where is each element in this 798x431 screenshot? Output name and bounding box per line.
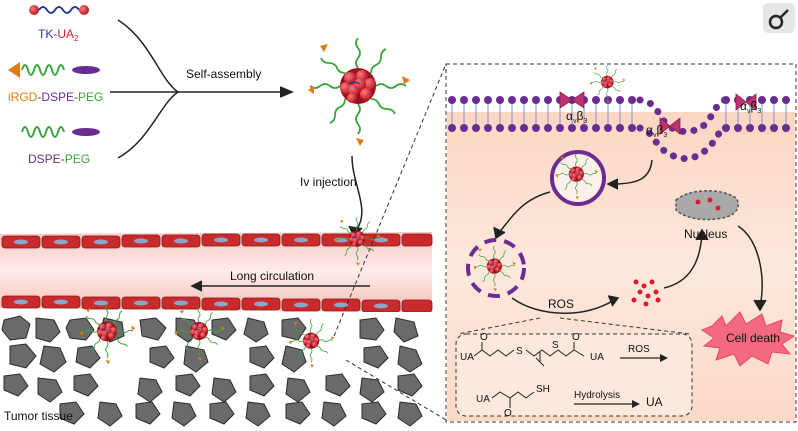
cell-membrane — [448, 91, 790, 162]
chem-s-2: S — [552, 340, 559, 351]
ruptured-endosome — [466, 238, 526, 298]
chem-sh: SH — [536, 384, 550, 395]
iv-injection-label: Iv injection — [300, 175, 357, 189]
long-circulation-arrow — [190, 280, 370, 292]
blood-vessel — [0, 232, 433, 313]
nucleus-label: Nucleus — [684, 227, 727, 241]
receptor-label-3: αvβ3 — [740, 99, 761, 115]
zoom-guide-lines — [333, 63, 447, 421]
chem-hydrolysis-label: Hydrolysis — [574, 390, 620, 401]
chem-ua-left: UA — [460, 352, 474, 363]
ros-label: ROS — [548, 297, 574, 311]
legend-tk-ua2: TK-UA2 — [29, 5, 89, 43]
self-assembly-label: Self-assembly — [186, 67, 261, 81]
arrow-to-endosome — [606, 159, 653, 190]
receptor-label-1: αvβ3 — [566, 109, 587, 125]
legend-irgd-label: iRGD-DSPE-PEG — [8, 90, 103, 104]
receptor-label-2: αvβ3 — [646, 123, 667, 139]
assembly-merge-lines — [110, 19, 294, 159]
nanoparticle-large — [308, 37, 410, 146]
chem-ua-right: UA — [590, 352, 604, 363]
legend-irgd-dspe-peg: iRGD-DSPE-PEG — [8, 62, 103, 104]
legend-dspe-peg: DSPE-PEG — [21, 126, 100, 166]
arrow-to-nucleus — [663, 228, 709, 289]
legend-tk-label: TK-UA2 — [38, 27, 79, 43]
chem-o-3: O — [504, 408, 512, 419]
nucleus — [675, 190, 740, 221]
released-ua-dots — [631, 279, 661, 307]
chem-ua-product: UA — [646, 395, 663, 409]
lens-logo-icon[interactable] — [763, 3, 795, 33]
cell-death-label: Cell death — [726, 331, 780, 345]
chem-ros-arrow-label: ROS — [628, 344, 650, 355]
chemistry-box: UA O S S O UA ROS UA O — [455, 317, 693, 419]
chem-o-2: O — [572, 332, 580, 343]
chem-s-1: S — [516, 346, 523, 357]
tumor-tissue: Tumor tissue — [0, 312, 440, 431]
arrow-to-cell-death — [737, 225, 767, 312]
legend-dspe-label: DSPE-PEG — [28, 152, 90, 166]
tumor-tissue-label: Tumor tissue — [4, 409, 73, 423]
cell-death-burst — [700, 311, 796, 367]
chem-o-1: O — [480, 332, 488, 343]
chem-ua-hydro: UA — [476, 394, 490, 405]
long-circulation-label: Long circulation — [230, 269, 314, 283]
cell-zoom-panel: αvβ3 αvβ3 αvβ3 — [445, 63, 797, 423]
ros-arrow — [511, 295, 620, 314]
iv-injection-arrow — [348, 155, 363, 238]
